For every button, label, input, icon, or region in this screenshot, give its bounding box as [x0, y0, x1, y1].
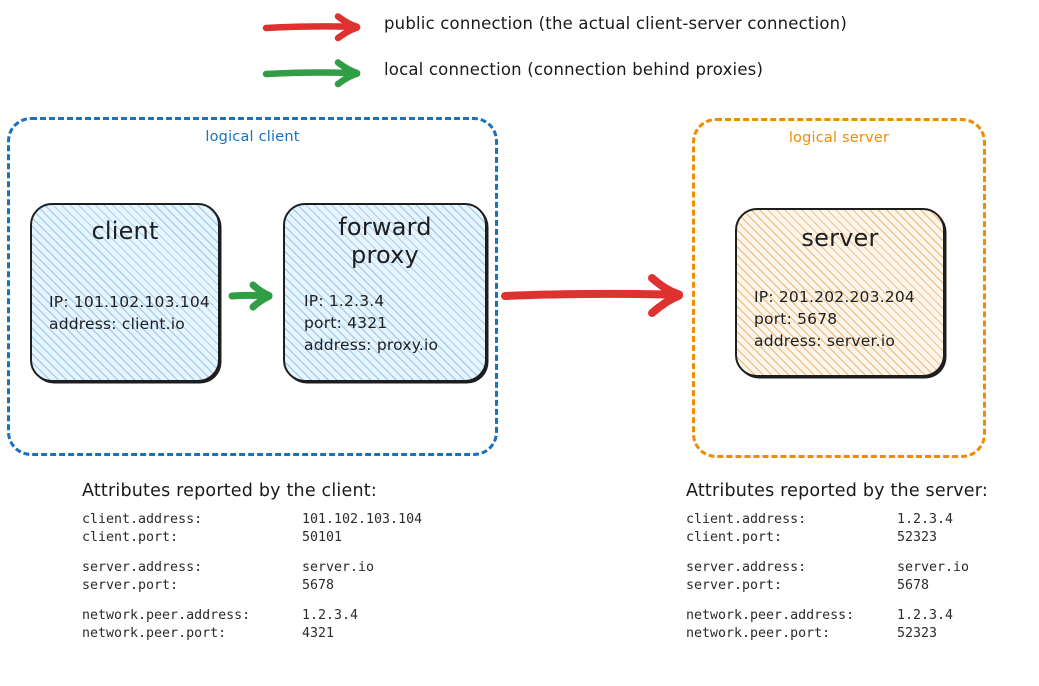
server-node[interactable]: server IP: 201.202.203.204 port: 5678 ad… — [735, 208, 945, 377]
attr-value: 5678 — [897, 577, 930, 593]
attr-key: client.port: — [686, 529, 783, 545]
attr-key: network.peer.address: — [686, 608, 855, 624]
attr-key: server.port: — [82, 577, 179, 593]
local-connection-flow-arrow-icon — [228, 276, 278, 320]
server-attributes-heading: Attributes reported by the server: — [686, 481, 988, 501]
table-row: network.peer.port: 52323 — [686, 625, 969, 643]
attr-key: client.address: — [82, 512, 203, 527]
table-row-spacer — [82, 594, 422, 607]
legend-label-public-connection: public connection (the actual client-ser… — [384, 14, 847, 33]
attr-value: server.io — [302, 560, 375, 576]
table-row-spacer — [686, 594, 969, 607]
attr-key: network.peer.address: — [82, 608, 251, 624]
forward-proxy-node-detail-port: port: 4321 — [304, 314, 388, 332]
forward-proxy-node[interactable]: forward proxy IP: 1.2.3.4 port: 4321 add… — [283, 203, 487, 382]
client-node-details: IP: 101.102.103.104 address: client.io — [49, 291, 210, 335]
server-node-detail-ip: IP: 201.202.203.204 — [754, 288, 915, 306]
client-attributes-table: client.address: 101.102.103.104 client.p… — [82, 511, 422, 642]
attr-value: 5678 — [302, 577, 335, 593]
red-arrow-icon — [262, 12, 372, 46]
client-node[interactable]: client IP: 101.102.103.104 address: clie… — [30, 203, 220, 382]
client-node-detail-address: address: client.io — [49, 315, 185, 333]
forward-proxy-node-title: forward proxy — [338, 213, 432, 270]
legend-label-local-connection: local connection (connection behind prox… — [384, 60, 764, 79]
forward-proxy-node-detail-ip: IP: 1.2.3.4 — [304, 292, 385, 310]
table-row: server.port: 5678 — [82, 577, 422, 595]
logical-server-group: logical server — [692, 118, 986, 458]
table-row: server.address: server.io — [82, 559, 422, 577]
table-row: server.port: 5678 — [686, 577, 969, 595]
attr-value: 101.102.103.104 — [302, 512, 423, 527]
table-row: client.port: 52323 — [686, 529, 969, 547]
attr-value: 52323 — [897, 529, 938, 545]
attr-value: 50101 — [302, 529, 343, 545]
server-attributes-block: Attributes reported by the server: clien… — [686, 481, 988, 642]
logical-client-group-label: logical client — [205, 129, 300, 145]
client-node-title: client — [91, 217, 159, 245]
forward-proxy-node-details: IP: 1.2.3.4 port: 4321 address: proxy.io — [304, 290, 438, 356]
table-row-spacer — [686, 546, 969, 559]
table-row: client.address: 101.102.103.104 — [82, 511, 422, 529]
attr-key: server.port: — [686, 577, 783, 593]
server-node-details: IP: 201.202.203.204 port: 5678 address: … — [754, 286, 915, 352]
attr-key: network.peer.port: — [686, 625, 831, 641]
attr-value: 1.2.3.4 — [302, 608, 359, 624]
attr-value: 1.2.3.4 — [897, 608, 954, 624]
green-arrow-icon — [262, 58, 372, 92]
client-attributes-block: Attributes reported by the client: clien… — [82, 481, 422, 642]
forward-proxy-node-detail-address: address: proxy.io — [304, 336, 439, 354]
legend: public connection (the actual client-ser… — [0, 0, 1039, 100]
attr-value: server.io — [897, 560, 970, 576]
table-row: network.peer.port: 4321 — [82, 625, 422, 643]
attr-key: server.address: — [686, 560, 807, 576]
public-connection-flow-arrow-icon — [500, 268, 690, 327]
server-node-detail-port: port: 5678 — [754, 310, 838, 328]
table-row: network.peer.address: 1.2.3.4 — [686, 607, 969, 625]
attr-value: 52323 — [897, 625, 938, 641]
logical-client-group: logical client — [7, 117, 498, 456]
server-attributes-table: client.address: 1.2.3.4 client.port: 523… — [686, 511, 969, 642]
attr-key: server.address: — [82, 560, 203, 576]
attr-value: 4321 — [302, 625, 335, 641]
attr-key: client.port: — [82, 529, 179, 545]
server-node-title: server — [801, 224, 879, 252]
client-attributes-heading: Attributes reported by the client: — [82, 481, 377, 501]
client-node-detail-ip: IP: 101.102.103.104 — [49, 293, 210, 311]
logical-server-group-label: logical server — [788, 130, 890, 146]
table-row: server.address: server.io — [686, 559, 969, 577]
attr-key: network.peer.port: — [82, 625, 227, 641]
attr-key: client.address: — [686, 512, 807, 527]
table-row-spacer — [82, 546, 422, 559]
table-row: client.port: 50101 — [82, 529, 422, 547]
table-row: network.peer.address: 1.2.3.4 — [82, 607, 422, 625]
table-row: client.address: 1.2.3.4 — [686, 511, 969, 529]
server-node-detail-address: address: server.io — [754, 332, 896, 350]
attr-value: 1.2.3.4 — [897, 512, 954, 527]
